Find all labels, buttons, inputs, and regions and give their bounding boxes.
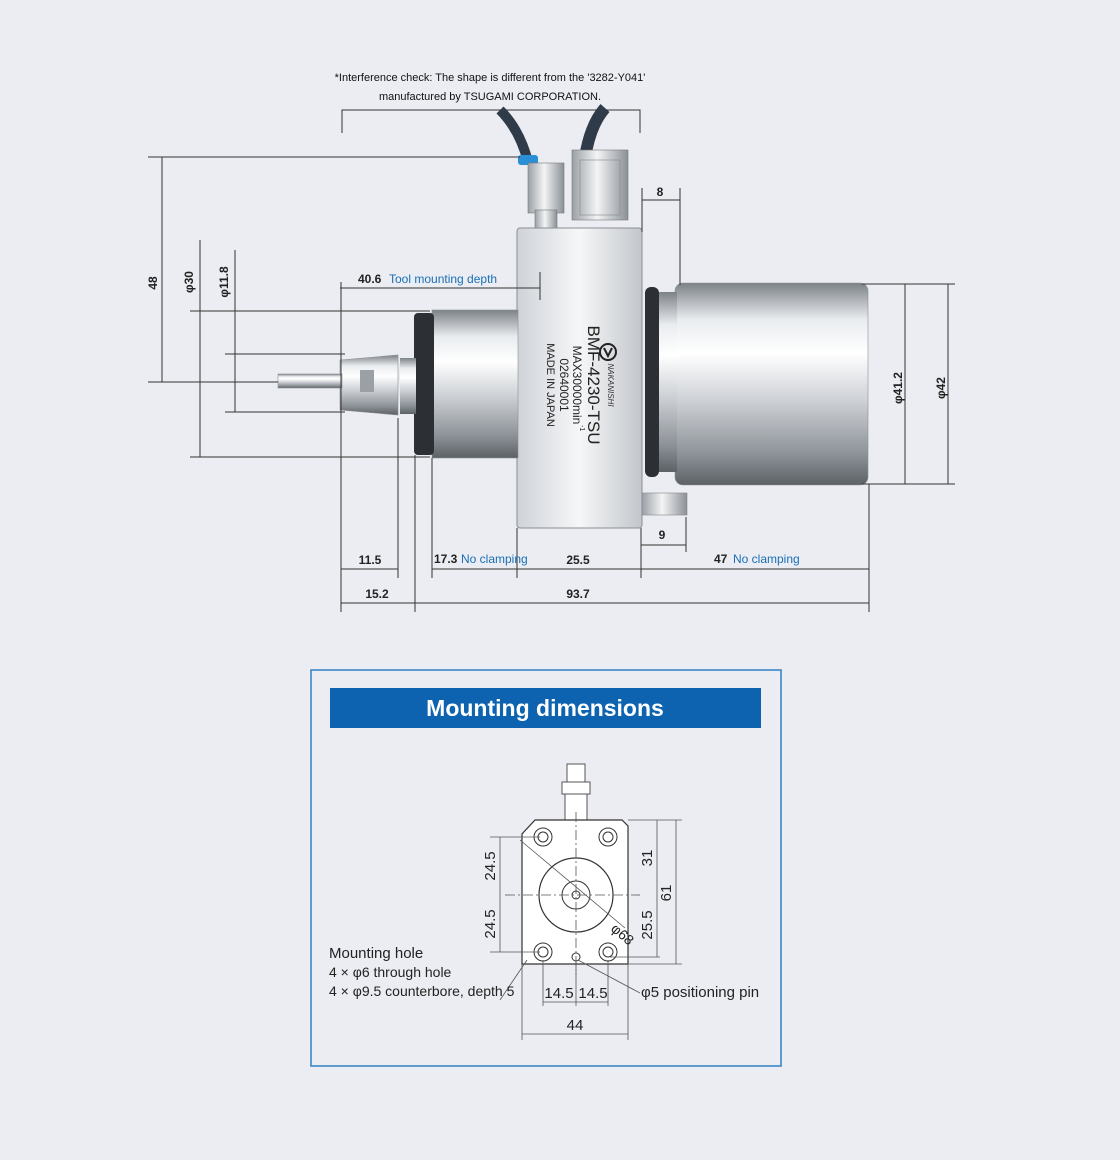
- dim-phi41-2: φ41.2: [891, 372, 905, 404]
- air-fitting-right: [571, 149, 629, 221]
- dim-phi11-8: φ11.8: [217, 266, 231, 298]
- side-view-dimensions: 48 φ30 φ11.8 40.6 Tool mounting depth 8 …: [146, 156, 955, 612]
- dim-15-2: 15.2: [365, 587, 389, 601]
- mounting-hole-title: Mounting hole: [329, 945, 423, 962]
- dim-25-5: 25.5: [639, 910, 656, 939]
- dim-phi42: φ42: [934, 377, 948, 399]
- dim-14-5-right: 14.5: [578, 985, 607, 1002]
- interference-note-line1: *Interference check: The shape is differ…: [335, 72, 646, 84]
- mounting-title-bar: [330, 688, 761, 728]
- dim-93-7: 93.7: [566, 587, 590, 601]
- tool-depth-label: Tool mounting depth: [389, 272, 497, 286]
- positioning-pin-label: φ5 positioning pin: [641, 984, 759, 1001]
- no-clamping-label-1: No clamping: [461, 552, 528, 566]
- dim-24-5-top: 24.5: [482, 851, 499, 880]
- tool-shank: [277, 373, 343, 389]
- mounting-panel: Mounting dimensions φ68 24.5 24.5: [310, 669, 782, 1067]
- air-fitting-left: [527, 162, 565, 214]
- dim-48: 48: [146, 276, 160, 290]
- spindle-tab: [641, 492, 688, 516]
- dim-9: 9: [659, 528, 666, 542]
- dim-25-5: 25.5: [566, 553, 590, 567]
- flange-outline: [521, 819, 629, 965]
- air-fitting-blue-ring: [518, 155, 538, 165]
- dim-61: 61: [658, 885, 675, 902]
- air-tube-left: [496, 106, 533, 164]
- interference-bracket: [341, 109, 641, 133]
- dim-17-3: 17.3: [434, 552, 458, 566]
- dim-8: 8: [657, 185, 664, 199]
- max-speed-unit-exp: -1: [578, 425, 585, 431]
- model-label: BMF-4230-TSU: [584, 325, 603, 444]
- dim-11-5: 11.5: [359, 553, 382, 567]
- no-clamping-label-2: No clamping: [733, 552, 800, 566]
- serial-label: 02640001: [557, 358, 571, 412]
- dim-14-5-left: 14.5: [544, 985, 573, 1002]
- rear-seal-ring: [645, 287, 659, 477]
- mounting-hole-line1: 4 × φ6 through hole: [329, 964, 452, 980]
- max-speed-label: MAX30000min: [570, 346, 584, 425]
- mounting-hole-line2: 4 × φ9.5 counterbore, depth 5: [329, 983, 515, 999]
- nakanishi-logo-icon: [599, 343, 617, 361]
- dim-phi30: φ30: [182, 271, 196, 293]
- spindle-side-view: NAKANISHI BMF-4230-TSU MAX30000min -1 02…: [277, 104, 869, 529]
- origin-label: MADE IN JAPAN: [544, 343, 556, 427]
- brand-label: NAKANISHI: [606, 363, 615, 407]
- dim-24-5-bottom: 24.5: [482, 909, 499, 938]
- front-housing: [431, 309, 519, 459]
- interference-note-line2: manufactured by TSUGAMI CORPORATION.: [379, 91, 601, 103]
- front-seal-ring: [414, 313, 434, 455]
- rear-housing: [674, 282, 869, 486]
- dim-31: 31: [639, 850, 656, 867]
- mounting-title: Mounting dimensions: [426, 695, 664, 721]
- dim-40-6: 40.6: [358, 272, 382, 286]
- dim-44: 44: [567, 1017, 584, 1034]
- dim-47: 47: [714, 552, 728, 566]
